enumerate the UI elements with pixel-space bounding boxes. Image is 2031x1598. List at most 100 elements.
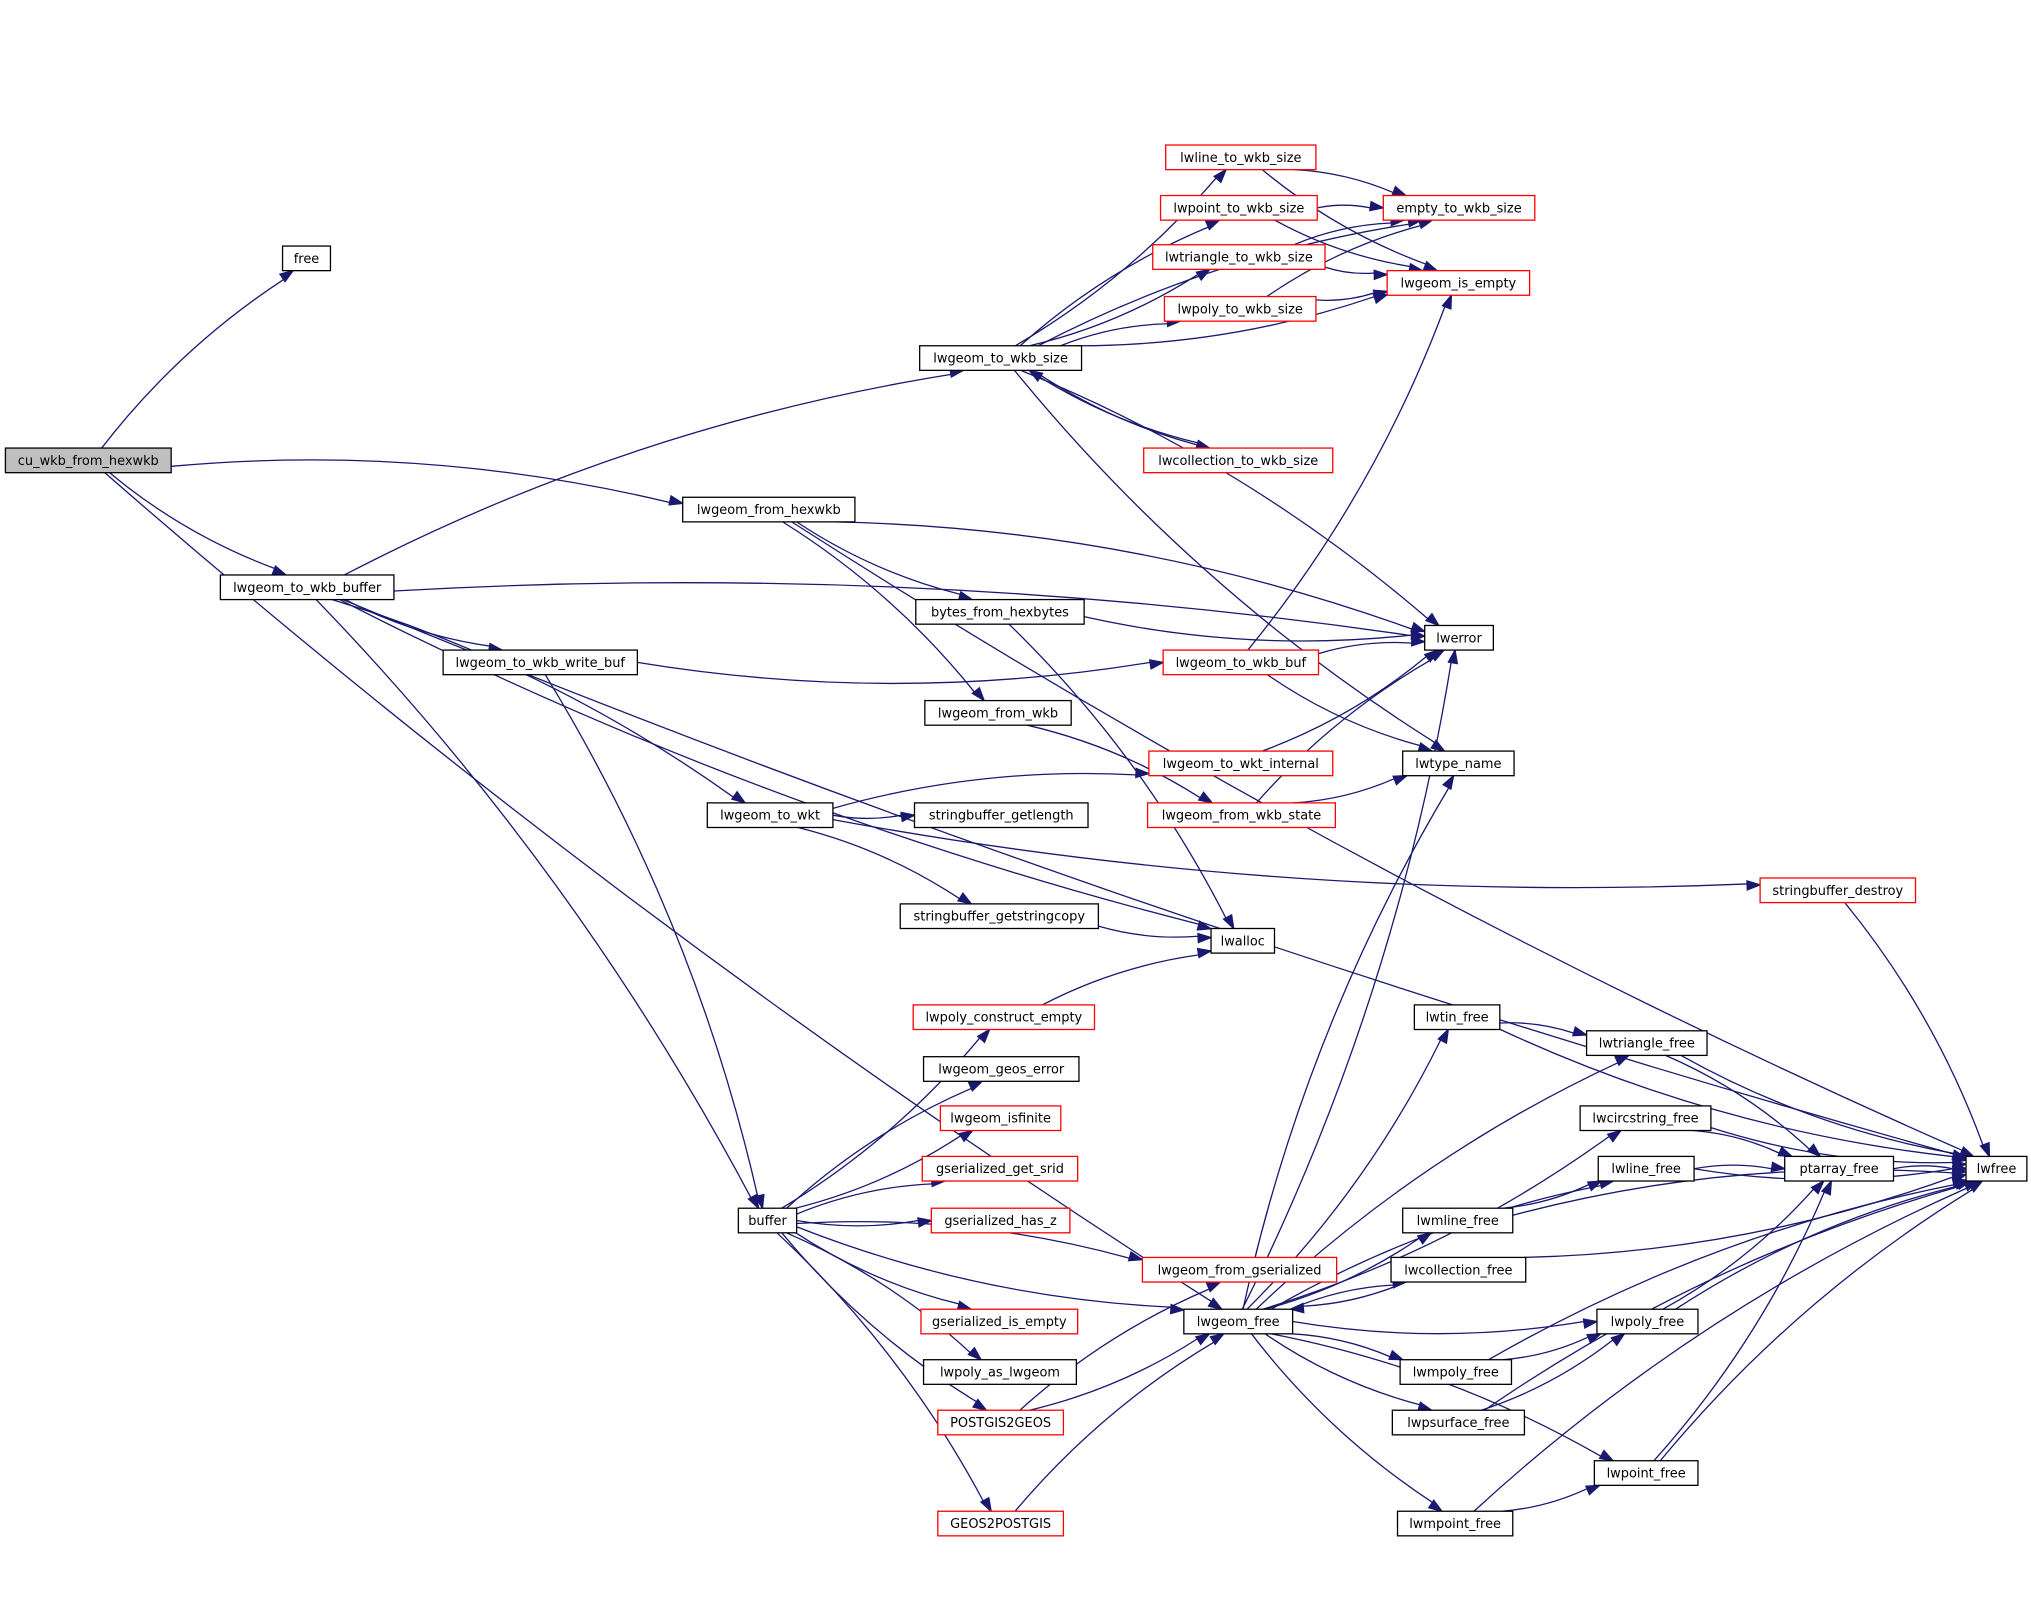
node-stringbuffer_getlength[interactable]: stringbuffer_getlength [913,802,1089,829]
edge-line [1662,1188,1815,1310]
edge-line [1267,674,1421,747]
node-lwcollection_to_wkb_size[interactable]: lwcollection_to_wkb_size [1143,447,1334,474]
node-gserialized_get_srid[interactable]: gserialized_get_srid [921,1155,1079,1182]
edge-line [1317,204,1371,209]
node-lwerror[interactable]: lwerror [1424,624,1494,651]
node-lwgeom_to_wkt_internal[interactable]: lwgeom_to_wkt_internal [1148,750,1334,777]
edge-line [1499,1028,1954,1158]
arrowhead-icon [1979,1141,1991,1159]
node-lwtriangle_free[interactable]: lwtriangle_free [1585,1030,1708,1057]
edge-lwline_to_wkb_size-to-lwgeom_is_empty [1261,169,1439,272]
node-free[interactable]: free [281,245,332,272]
node-lwcollection_free[interactable]: lwcollection_free [1390,1256,1527,1283]
node-lwgeom_from_wkb[interactable]: lwgeom_from_wkb [924,699,1072,726]
node-box [1402,1207,1514,1234]
node-lwgeom_is_empty[interactable]: lwgeom_is_empty [1386,270,1531,296]
node-lwgeom_to_wkb_buffer[interactable]: lwgeom_to_wkb_buffer [219,574,395,601]
node-lwpoly_free[interactable]: lwpoly_free [1596,1308,1699,1335]
arrowhead-icon [1388,1349,1405,1361]
edge-lwgeom_to_wkb_write_buf-to-lwgeom_to_wkb_buf [637,659,1166,685]
arrowhead-icon [1373,269,1390,281]
edge-lwmpoly_free-to-lwfree [1488,1177,1968,1361]
edge-lwgeom_from_wkb_state-to-lwerror [1256,649,1446,804]
edge-line [345,599,490,647]
edge-lwgeom_to_wkb_buffer-to-lwfree [342,598,1968,1160]
arrowhead-icon [1213,168,1228,184]
arrowhead-icon [1392,774,1409,786]
node-label: lwmline_free [1417,1214,1499,1229]
node-lwgeom_from_hexwkb[interactable]: lwgeom_from_hexwkb [682,496,856,523]
node-box [1163,295,1317,322]
edge-buffer-to-lwpoly_as_lwgeom [786,1232,983,1362]
node-box [1396,1510,1514,1537]
node-lwline_to_wkb_size[interactable]: lwline_to_wkb_size [1165,144,1317,171]
node-box [4,447,172,474]
node-box [1596,1308,1699,1335]
node-lwgeom_free[interactable]: lwgeom_free [1183,1308,1294,1335]
edge-line [795,1232,960,1305]
arrowhead-icon [1410,635,1427,647]
node-lwtin_free[interactable]: lwtin_free [1413,1004,1501,1031]
node-lwfree[interactable]: lwfree [1965,1155,2028,1182]
node-lwpoly_construct_empty[interactable]: lwpoly_construct_empty [912,1004,1096,1031]
node-label: lwpsurface_free [1407,1416,1509,1431]
edge-line [1481,1339,1614,1411]
edge-lwpoly_free-to-lwfree [1675,1179,1971,1310]
node-lwgeom_to_wkb_write_buf[interactable]: lwgeom_to_wkb_write_buf [442,649,639,676]
node-stringbuffer_getstringcopy[interactable]: stringbuffer_getstringcopy [899,903,1100,930]
node-bytes_from_hexbytes[interactable]: bytes_from_hexbytes [915,598,1085,625]
edge-lwgeom_to_wkt-to-stringbuffer_getlength [832,811,917,823]
edge-line [1075,296,1375,347]
edge-lwgeom_to_wkb_buf-to-lwtype_name [1267,674,1434,753]
node-gserialized_is_empty[interactable]: gserialized_is_empty [920,1308,1079,1335]
arrowhead-icon [1288,1302,1305,1314]
edge-line [1315,292,1375,301]
node-box [1402,750,1515,777]
edge-buffer-to-gserialized_is_empty [795,1232,973,1311]
node-ptarray_free[interactable]: ptarray_free [1784,1155,1895,1182]
node-buffer[interactable]: buffer [737,1207,798,1234]
edge-line [786,1087,972,1209]
edge-lwmpoly_free-to-lwpoly_free [1502,1333,1603,1361]
node-box [1759,877,1917,904]
node-lwgeom_to_wkt[interactable]: lwgeom_to_wkt [706,802,834,829]
node-lwpoly_to_wkb_size[interactable]: lwpoly_to_wkb_size [1163,295,1317,322]
node-label: lwgeom_geos_error [938,1063,1065,1078]
node-lwcircstring_free[interactable]: lwcircstring_free [1579,1105,1712,1132]
node-gserialized_has_z[interactable]: gserialized_has_z [930,1207,1071,1234]
edge-lwpoly_to_wkb_size-to-lwgeom_is_empty [1315,289,1390,301]
edge-lwcollection_to_wkb_size-to-lwgeom_to_wkb_size [1027,369,1210,449]
node-lwpoint_to_wkb_size[interactable]: lwpoint_to_wkb_size [1159,194,1318,221]
node-lwpoint_free[interactable]: lwpoint_free [1593,1460,1699,1486]
edge-line [1844,902,1984,1146]
node-lwline_free[interactable]: lwline_free [1597,1155,1695,1182]
node-lwgeom_isfinite[interactable]: lwgeom_isfinite [939,1105,1062,1132]
edge-bytes_from_hexbytes-to-lwalloc [1008,623,1235,931]
node-lwgeom_from_gserialized[interactable]: lwgeom_from_gserialized [1141,1256,1338,1283]
node-lwtype_name[interactable]: lwtype_name [1402,750,1515,777]
node-lwalloc[interactable]: lwalloc [1210,927,1276,954]
node-lwmpoly_free[interactable]: lwmpoly_free [1399,1359,1513,1385]
arrowhead-icon [1441,773,1455,791]
edge-line [1028,369,1198,444]
edge-lwtriangle_to_wkb_size-to-empty_to_wkb_size [1293,215,1406,246]
arrowhead-icon [917,1217,934,1228]
node-lwtriangle_to_wkb_size[interactable]: lwtriangle_to_wkb_size [1152,244,1326,271]
node-lwmline_free[interactable]: lwmline_free [1402,1207,1514,1234]
node-lwgeom_from_wkb_state[interactable]: lwgeom_from_wkb_state [1146,802,1337,829]
edge-buffer-to-GEOS2POSTGIS [776,1232,993,1513]
node-box [939,1105,1062,1132]
node-stringbuffer_destroy[interactable]: stringbuffer_destroy [1759,877,1917,904]
arrowhead-icon [1952,1165,1968,1177]
node-lwmpoint_free[interactable]: lwmpoint_free [1396,1510,1514,1537]
node-lwpsurface_free[interactable]: lwpsurface_free [1391,1409,1526,1436]
arrowhead-icon [1416,1231,1433,1245]
node-empty_to_wkb_size[interactable]: empty_to_wkb_size [1382,194,1536,221]
node-lwgeom_to_wkb_buf[interactable]: lwgeom_to_wkb_buf [1162,649,1320,676]
arrowhead-icon [1027,369,1044,383]
node-POSTGIS2GEOS[interactable]: POSTGIS2GEOS [937,1409,1065,1436]
node-lwgeom_geos_error[interactable]: lwgeom_geos_error [922,1056,1080,1082]
node-lwgeom_to_wkb_size[interactable]: lwgeom_to_wkb_size [919,345,1083,372]
node-lwpoly_as_lwgeom[interactable]: lwpoly_as_lwgeom [922,1359,1078,1385]
node-GEOS2POSTGIS[interactable]: GEOS2POSTGIS [937,1510,1065,1537]
